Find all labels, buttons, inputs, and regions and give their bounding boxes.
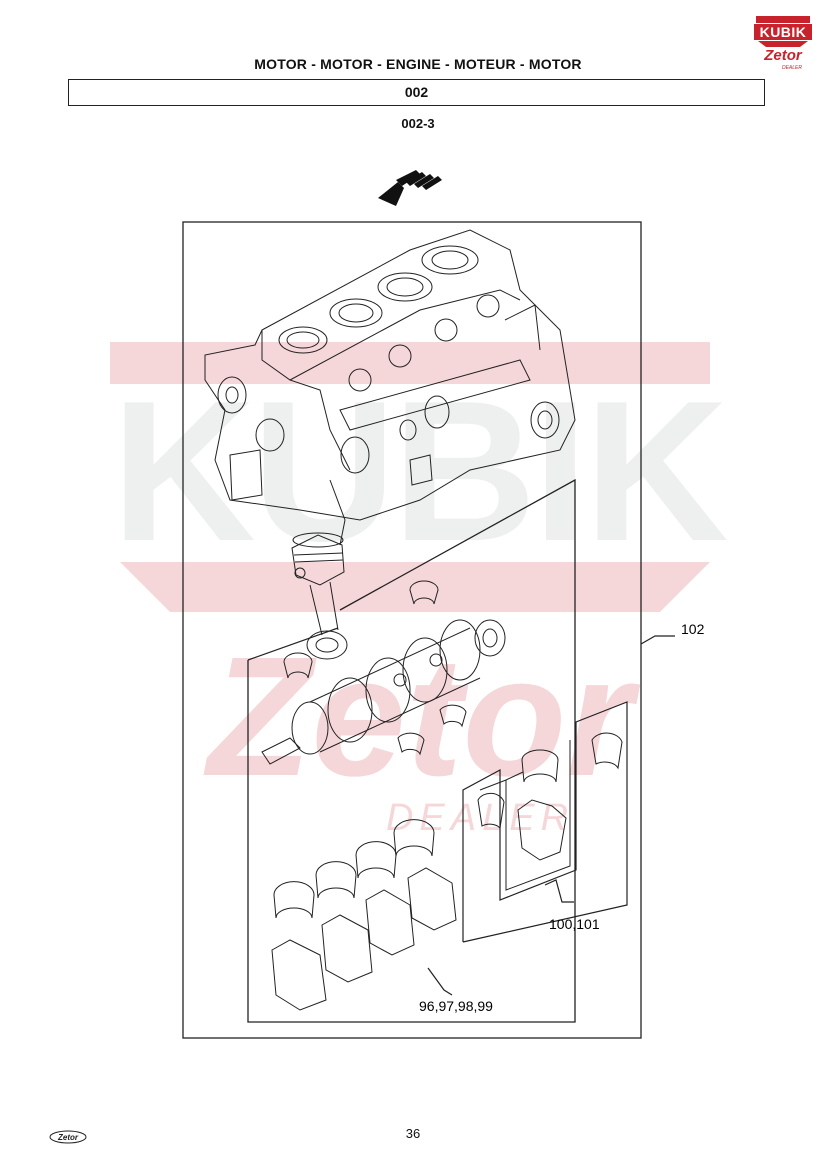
section-code: 002 bbox=[404, 84, 429, 100]
logo-dealer-text: DEALER bbox=[782, 65, 802, 71]
engine-block-drawing bbox=[204, 229, 576, 546]
section-code-box: 002 bbox=[68, 79, 765, 106]
footer-logo-text: Zetor bbox=[57, 1133, 79, 1142]
watermark-dealer: DEALER bbox=[386, 797, 574, 839]
figure-code: 002-3 bbox=[401, 116, 435, 131]
thrust-washers-drawing bbox=[283, 580, 467, 756]
kubik-zetor-logo: KUBIK Zetor DEALER bbox=[754, 16, 812, 71]
piston-conrod-drawing bbox=[291, 532, 348, 660]
rod-bearing-shells-drawing bbox=[271, 819, 457, 1011]
logo-brand-text: Zetor bbox=[763, 47, 803, 64]
callout-engine-kit: 102 bbox=[681, 621, 705, 637]
engine-kit-outline bbox=[247, 478, 576, 1023]
callout-main-bearings: 100,101 bbox=[549, 916, 600, 932]
direction-arrow-icon bbox=[378, 170, 442, 206]
watermark-sub-brand: Zetor bbox=[204, 622, 641, 812]
callout-rod-bearings: 96,97,98,99 bbox=[419, 998, 493, 1014]
logo-top-text: KUBIK bbox=[760, 24, 807, 40]
page-number: 36 bbox=[405, 1126, 421, 1141]
diagram-frame bbox=[182, 221, 642, 1039]
watermark-brand: KUBIK bbox=[111, 360, 727, 583]
footer-zetor-logo: Zetor bbox=[49, 1130, 87, 1144]
main-bearing-shells-drawing bbox=[477, 732, 623, 861]
page-title: MOTOR - MOTOR - ENGINE - MOTEUR - MOTOR bbox=[254, 56, 582, 72]
watermark: KUBIK Zetor DEALER bbox=[110, 342, 731, 839]
crankshaft-drawing bbox=[261, 619, 506, 765]
main-bearings-outline bbox=[462, 701, 628, 943]
